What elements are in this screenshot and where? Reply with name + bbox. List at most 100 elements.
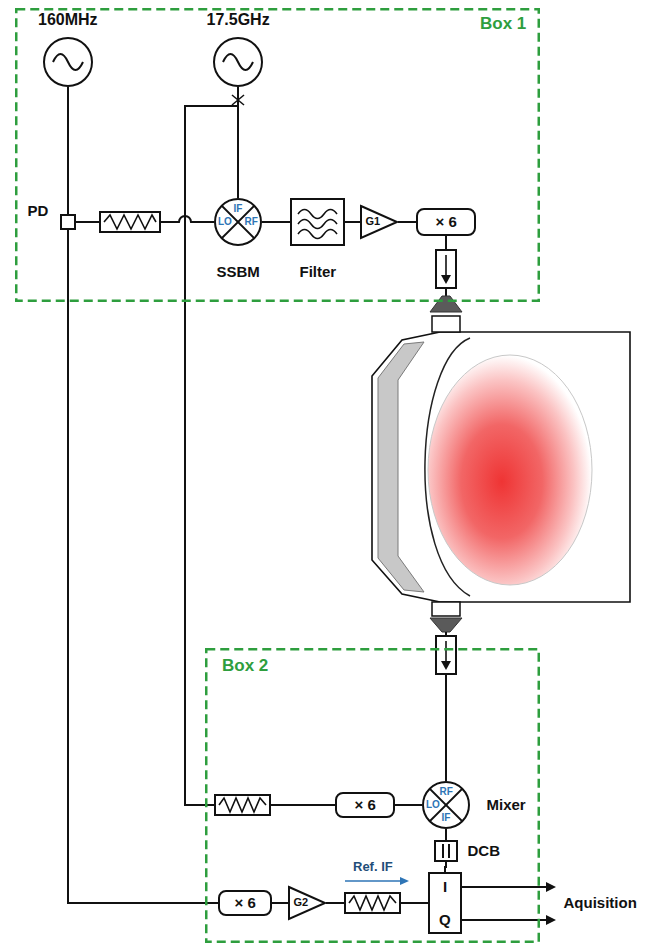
attenuator-zigzag (219, 798, 266, 812)
attenuator-symbol (215, 795, 270, 815)
amplifier-triangle (289, 887, 325, 919)
ssb-mixer: IFLORFSSBM (214, 198, 262, 246)
dashed-border (206, 649, 539, 942)
horn-antenna (430, 296, 462, 312)
channel-label: I (443, 879, 447, 895)
filter-wave (298, 210, 337, 219)
amplifier-triangle (361, 206, 397, 238)
filter-box: Filter (290, 198, 345, 246)
first-wall (425, 338, 470, 596)
plasma (428, 355, 592, 585)
attenuator-zigzag (104, 215, 156, 229)
mixer: RFLOIFMixer (422, 781, 470, 829)
vacuum-vessel (372, 332, 630, 602)
sine-wave (223, 54, 253, 70)
signal-line (68, 230, 218, 903)
horn-antenna (430, 618, 462, 632)
iq-demodulator: IQ (428, 872, 462, 934)
signal-line (272, 902, 288, 904)
iq-body (429, 873, 461, 933)
multiplier-body (219, 891, 271, 915)
component-label: SSBM (217, 264, 260, 280)
dc-block: DCB (434, 840, 458, 862)
multiplier-body (417, 209, 475, 235)
component-label: PD (28, 203, 49, 219)
filter-body (291, 199, 344, 245)
component-label: Filter (300, 264, 337, 280)
oscillator: 17.5GHz (213, 37, 263, 87)
waveguide-receive (430, 618, 462, 781)
attenuator-symbol (100, 212, 160, 232)
dc-block-body (435, 841, 457, 861)
multiplier-body (336, 793, 394, 817)
signal-line (345, 221, 360, 223)
frequency-multiplier: × 6 (335, 792, 395, 818)
waveguide-line (445, 674, 447, 781)
signal-line (395, 804, 422, 806)
amplifier: G1 (360, 205, 398, 239)
isolator-arrow (445, 255, 447, 276)
attenuator-symbol (345, 893, 400, 913)
group-box: RFLOIFMixer × 6 DCB × 6 G2 IQ Box 2 (205, 648, 540, 943)
frequency-label: 17.5GHz (207, 12, 270, 29)
port-label: IF (234, 204, 243, 215)
signal-line (398, 221, 416, 223)
component-label: Mixer (487, 797, 526, 813)
multiplier-label: × 6 (355, 797, 376, 813)
component-label: DCB (468, 843, 501, 859)
isolator-body (436, 636, 456, 674)
tokamak-cross-section (372, 316, 630, 616)
frequency-label: 160MHz (38, 12, 98, 29)
arrow-shaft (345, 880, 402, 882)
signal-line (445, 862, 446, 872)
ref-if-arrow (345, 877, 409, 885)
pd-body (61, 215, 75, 229)
oscillator-circle (214, 38, 262, 86)
arrow-shaft (462, 886, 548, 888)
dashed-border (16, 9, 539, 301)
isolator-body (436, 250, 456, 288)
frequency-multiplier: × 6 (218, 890, 272, 916)
waveguide-line (445, 288, 447, 296)
osc-shape (213, 37, 263, 87)
frequency-multiplier: × 6 (416, 208, 476, 236)
isolator-arrow (445, 641, 447, 662)
isolator-arrow-head (441, 661, 451, 670)
signal-label: Ref. IF (353, 860, 393, 874)
multiplier-label: × 6 (436, 214, 457, 230)
sine-wave (53, 54, 83, 70)
signal-line (445, 829, 447, 840)
gain-label: G1 (366, 216, 381, 228)
arrow-shaft (462, 919, 548, 921)
group-label: Box 2 (222, 657, 268, 675)
port-label: LO (218, 217, 232, 228)
signal-line (67, 87, 69, 214)
coupler-symbol (232, 95, 244, 105)
amplifier: G2 (288, 886, 326, 920)
isolator-arrow-head (441, 275, 451, 284)
arrow-head (546, 915, 556, 925)
power-divider: PD (60, 214, 76, 230)
bottom-port (432, 602, 460, 616)
attenuator-zigzag (349, 896, 396, 910)
output-label: Aquisition (564, 895, 637, 911)
output-arrows (462, 882, 556, 925)
mixer-circle (215, 199, 261, 245)
filter-wave (298, 220, 337, 229)
capacitor-plate (448, 844, 450, 858)
group-label: Box 1 (480, 15, 526, 33)
attenuator-body (100, 212, 160, 232)
group-box: 160MHz 17.5GHzPD IFLO RF SSBM Filter G1 × 6 Box … (15, 8, 540, 302)
attenuator-body (215, 795, 270, 815)
dcb-shape (434, 840, 458, 862)
gain-label: G2 (294, 897, 309, 909)
signal-line (262, 221, 290, 223)
mixer-circle (423, 782, 469, 828)
arrow-head (546, 882, 556, 892)
port-label: RF (245, 217, 258, 228)
vessel-wall (378, 342, 424, 592)
signal-line (185, 87, 335, 805)
attenuator-body (345, 893, 400, 913)
